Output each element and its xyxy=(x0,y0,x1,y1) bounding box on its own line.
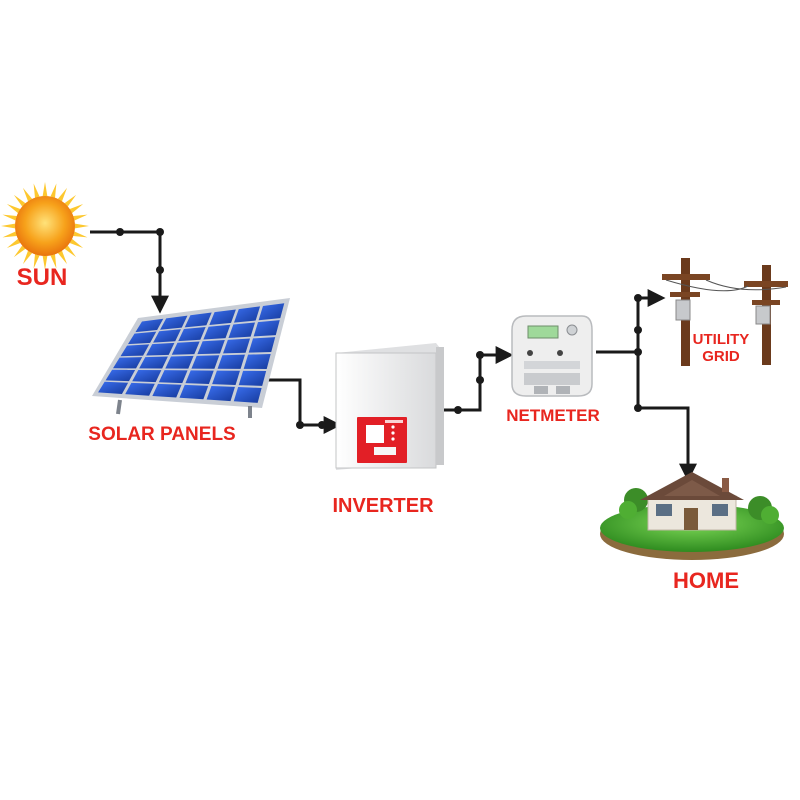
sun-ray xyxy=(13,245,26,258)
sun-ray xyxy=(13,194,26,207)
solar-panel-icon xyxy=(92,298,290,418)
home-label: HOME xyxy=(673,568,739,593)
solar-cell xyxy=(135,318,164,333)
sun-ray xyxy=(57,187,67,202)
solar-cell xyxy=(233,387,262,403)
sun-ray xyxy=(2,231,17,238)
solar-cell xyxy=(212,370,240,385)
sun-ray xyxy=(33,183,40,198)
sun-ray xyxy=(64,245,77,258)
solar-cell xyxy=(197,340,225,355)
solar-cell xyxy=(238,370,267,386)
solar-cell xyxy=(171,341,200,355)
sun-ray xyxy=(23,187,33,202)
solar-cell xyxy=(203,324,231,340)
solar-cell xyxy=(98,381,129,394)
solar-cell xyxy=(132,369,162,383)
solar-cell xyxy=(113,357,143,369)
solar-cell xyxy=(185,370,214,385)
solar-cell xyxy=(209,309,236,325)
solar-cell xyxy=(248,337,276,353)
sun-icon xyxy=(1,182,89,270)
solar-cell xyxy=(160,315,188,330)
sun-ray xyxy=(23,250,33,265)
sun-ray xyxy=(69,204,84,214)
solar-cell xyxy=(146,342,175,356)
netmeter-icon xyxy=(511,315,593,397)
solar-cell xyxy=(191,355,220,369)
solar-cell xyxy=(253,320,280,337)
solar-cell xyxy=(228,322,256,338)
sun-label: SUN xyxy=(17,264,68,291)
solar-cell xyxy=(217,354,245,369)
solar-cell xyxy=(258,303,285,321)
sun-ray xyxy=(64,194,77,207)
solar-cell xyxy=(179,384,209,400)
solar-cell xyxy=(139,356,168,369)
solar-cell xyxy=(206,385,235,402)
utility-grid-label-line1: UTILITY xyxy=(693,331,750,348)
solar-cell xyxy=(233,306,261,323)
solar-cell xyxy=(127,331,157,345)
solar-cell xyxy=(243,354,271,369)
sun-ray xyxy=(57,250,67,265)
sun-ray xyxy=(42,255,48,270)
sun-ray xyxy=(74,223,89,229)
solar-cell xyxy=(105,369,136,382)
solar-cell xyxy=(125,382,155,396)
netmeter-label: NETMETER xyxy=(506,406,600,425)
sun-ray xyxy=(33,254,40,269)
solar-cell xyxy=(178,327,206,342)
solar-panels-label: SOLAR PANELS xyxy=(88,424,235,445)
solar-cell xyxy=(152,383,182,398)
sun-ray xyxy=(2,214,17,221)
sun-ray xyxy=(50,254,57,269)
solar-cell xyxy=(184,312,212,328)
wire-joints xyxy=(116,228,642,429)
inverter-icon xyxy=(335,343,444,470)
solar-cell xyxy=(165,355,194,369)
house-icon xyxy=(600,472,784,560)
sun-ray xyxy=(50,183,57,198)
sun-ray xyxy=(42,182,48,197)
sun-ray xyxy=(6,204,21,214)
sun-ray xyxy=(73,214,88,221)
solar-cell xyxy=(223,338,251,354)
solar-cell xyxy=(153,329,181,343)
inverter-label: INVERTER xyxy=(332,495,434,517)
sun-ray xyxy=(1,223,16,229)
utility-grid-label-line2: GRID xyxy=(702,348,740,365)
solar-cell xyxy=(120,344,150,357)
utility-pole-icon xyxy=(662,258,788,366)
sun-ray xyxy=(6,238,21,248)
sun-ray xyxy=(73,231,88,238)
solar-cell xyxy=(158,370,188,384)
sun-ray xyxy=(69,238,84,248)
